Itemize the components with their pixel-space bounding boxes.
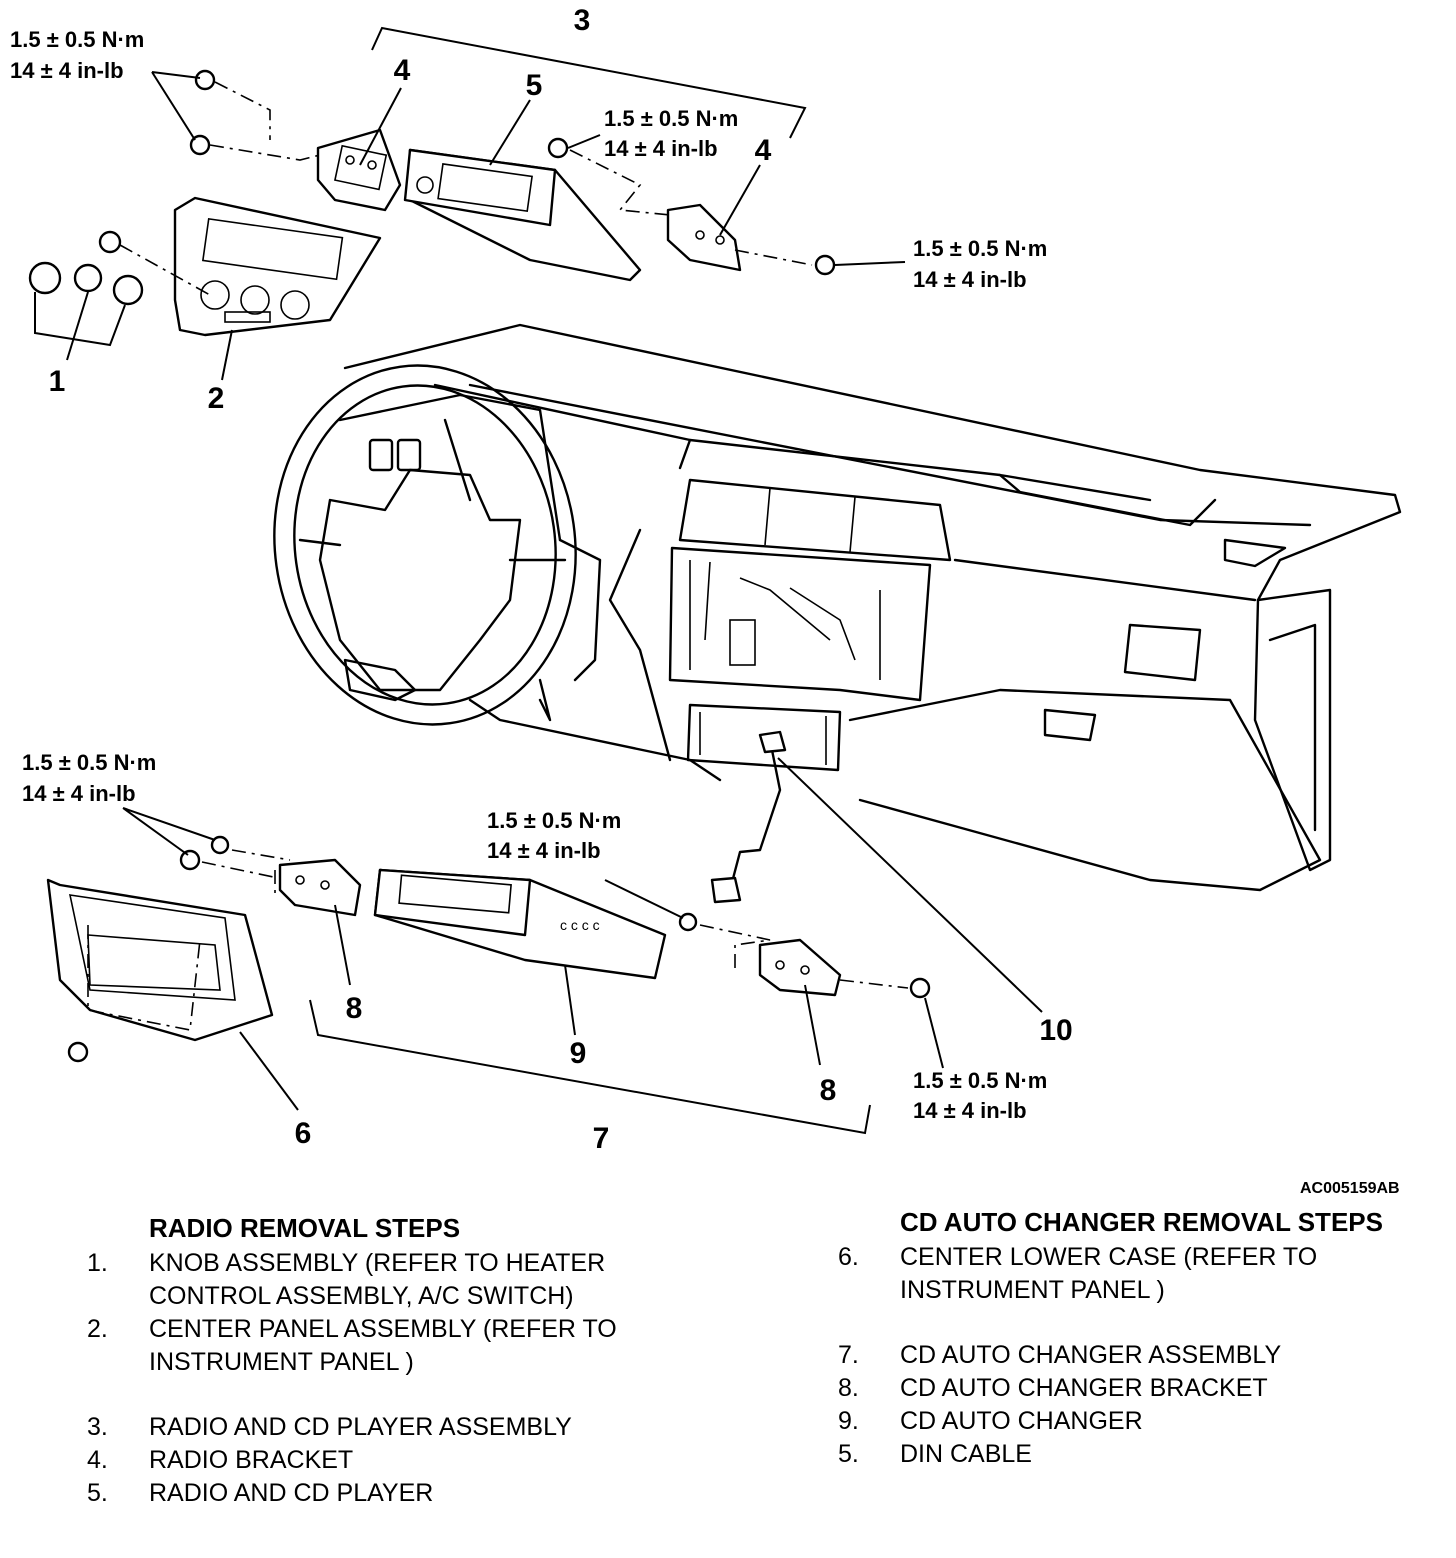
torque-specs: 1.5 ± 0.5 N·m 14 ± 4 in-lb 1.5 ± 0.5 N·m… bbox=[10, 27, 1047, 1123]
step-number: 5. bbox=[838, 1440, 859, 1468]
torque-nm: 1.5 ± 0.5 N·m bbox=[913, 236, 1047, 261]
figure-code: AC005159AB bbox=[1300, 1180, 1400, 1197]
cd-step: 6. CENTER LOWER CASE (REFER TO INSTRUMEN… bbox=[838, 1241, 1398, 1307]
torque-nm: 1.5 ± 0.5 N·m bbox=[913, 1068, 1047, 1093]
torque-spec-upper-middle: 1.5 ± 0.5 N·m 14 ± 4 in-lb bbox=[604, 106, 738, 161]
torque-spec-lower-left: 1.5 ± 0.5 N·m 14 ± 4 in-lb bbox=[22, 750, 156, 806]
torque-spec-upper-left: 1.5 ± 0.5 N·m 14 ± 4 in-lb bbox=[10, 27, 144, 83]
radio-and-cd-player-illustration bbox=[28, 69, 836, 337]
step-number: 9. bbox=[838, 1407, 859, 1435]
torque-inlb: 14 ± 4 in-lb bbox=[604, 136, 718, 161]
radio-step: 2. CENTER PANEL ASSEMBLY (REFER TO INSTR… bbox=[87, 1313, 727, 1379]
step-text: CENTER PANEL ASSEMBLY (REFER TO INSTRUME… bbox=[149, 1315, 617, 1376]
step-text: RADIO BRACKET bbox=[149, 1446, 354, 1474]
torque-nm: 1.5 ± 0.5 N·m bbox=[10, 27, 144, 52]
radio-step: 3. RADIO AND CD PLAYER ASSEMBLY bbox=[87, 1411, 727, 1444]
instrument-panel-illustration bbox=[273, 323, 1402, 892]
step-number: 3. bbox=[87, 1413, 108, 1441]
callout-8-left: 8 bbox=[346, 992, 363, 1025]
step-number: 8. bbox=[838, 1374, 859, 1402]
callout-10: 10 bbox=[1039, 1014, 1072, 1047]
callout-5: 5 bbox=[526, 69, 543, 102]
step-number: 7. bbox=[838, 1341, 859, 1369]
callout-2: 2 bbox=[208, 382, 225, 415]
step-text: CD AUTO CHANGER ASSEMBLY bbox=[900, 1341, 1282, 1369]
torque-spec-lower-middle: 1.5 ± 0.5 N·m 14 ± 4 in-lb bbox=[487, 808, 621, 863]
radio-steps-title: RADIO REMOVAL STEPS bbox=[149, 1213, 461, 1243]
cd-step: 7. CD AUTO CHANGER ASSEMBLY bbox=[838, 1339, 1438, 1372]
callout-leaders bbox=[34, 26, 1043, 1135]
step-text: CENTER LOWER CASE (REFER TO INSTRUMENT P… bbox=[900, 1243, 1318, 1304]
radio-step: 5. RADIO AND CD PLAYER bbox=[87, 1477, 727, 1510]
exploded-view-diagram: c c c c bbox=[10, 4, 1402, 1155]
radio-step: 1. KNOB ASSEMBLY (REFER TO HEATER CONTRO… bbox=[87, 1247, 607, 1313]
step-text: DIN CABLE bbox=[900, 1440, 1032, 1468]
torque-nm: 1.5 ± 0.5 N·m bbox=[487, 808, 621, 833]
callout-numbers: 1 2 3 4 4 5 6 7 8 8 9 10 bbox=[49, 4, 1073, 1155]
callout-9: 9 bbox=[570, 1037, 587, 1070]
callout-4-left: 4 bbox=[394, 54, 411, 87]
cd-step: 5. DIN CABLE bbox=[838, 1438, 1438, 1471]
torque-inlb: 14 ± 4 in-lb bbox=[10, 58, 124, 83]
radio-removal-steps: RADIO REMOVAL STEPS 1. KNOB ASSEMBLY (RE… bbox=[87, 1212, 727, 1510]
step-text: CD AUTO CHANGER BRACKET bbox=[900, 1374, 1268, 1402]
callout-7: 7 bbox=[593, 1122, 610, 1155]
torque-inlb: 14 ± 4 in-lb bbox=[487, 838, 601, 863]
step-number: 5. bbox=[87, 1479, 108, 1507]
torque-inlb: 14 ± 4 in-lb bbox=[913, 1098, 1027, 1123]
torque-nm: 1.5 ± 0.5 N·m bbox=[22, 750, 156, 775]
step-number: 2. bbox=[87, 1315, 108, 1343]
cd-steps-title: CD AUTO CHANGER REMOVAL STEPS bbox=[900, 1207, 1383, 1237]
callout-1: 1 bbox=[49, 365, 66, 398]
step-number: 1. bbox=[87, 1249, 108, 1277]
changer-detail-glyphs: c c c c bbox=[560, 917, 600, 933]
step-number: 4. bbox=[87, 1446, 108, 1474]
torque-spec-upper-right: 1.5 ± 0.5 N·m 14 ± 4 in-lb bbox=[913, 236, 1047, 292]
torque-inlb: 14 ± 4 in-lb bbox=[913, 267, 1027, 292]
torque-inlb: 14 ± 4 in-lb bbox=[22, 781, 136, 806]
torque-spec-lower-right: 1.5 ± 0.5 N·m 14 ± 4 in-lb bbox=[913, 1068, 1047, 1123]
step-text: KNOB ASSEMBLY (REFER TO HEATER CONTROL A… bbox=[149, 1249, 606, 1310]
step-text: RADIO AND CD PLAYER ASSEMBLY bbox=[149, 1413, 572, 1441]
radio-step: 4. RADIO BRACKET bbox=[87, 1444, 727, 1477]
callout-4-right: 4 bbox=[755, 134, 772, 167]
step-text: CD AUTO CHANGER bbox=[900, 1407, 1143, 1435]
callout-3: 3 bbox=[574, 4, 591, 37]
cd-step: 9. CD AUTO CHANGER bbox=[838, 1405, 1438, 1438]
step-text: RADIO AND CD PLAYER bbox=[149, 1479, 434, 1507]
torque-nm: 1.5 ± 0.5 N·m bbox=[604, 106, 738, 131]
callout-8-right: 8 bbox=[820, 1074, 837, 1107]
step-number: 6. bbox=[838, 1243, 859, 1271]
cd-auto-changer-illustration: c c c c bbox=[46, 730, 931, 1063]
cd-step: 8. CD AUTO CHANGER BRACKET bbox=[838, 1372, 1438, 1405]
cd-auto-changer-removal-steps: CD AUTO CHANGER REMOVAL STEPS 6. CENTER … bbox=[838, 1206, 1438, 1471]
callout-6: 6 bbox=[295, 1117, 312, 1150]
